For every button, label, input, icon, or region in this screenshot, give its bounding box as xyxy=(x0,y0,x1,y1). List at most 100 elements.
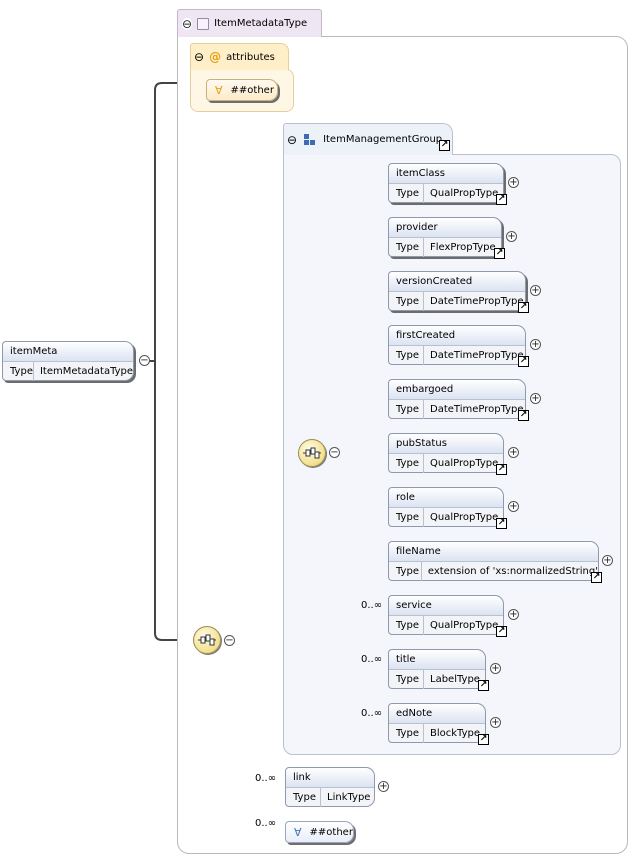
expand-button[interactable]: + xyxy=(508,609,519,620)
jump-to-type-icon[interactable]: ↗ xyxy=(518,356,529,367)
expand-button[interactable]: + xyxy=(508,177,519,188)
element-service[interactable]: service Type QualPropType xyxy=(388,595,504,635)
outer-sequence-collapse-button[interactable]: − xyxy=(224,635,235,646)
cardinality-label: 0..∞ xyxy=(361,708,383,719)
cardinality-label: 0..∞ xyxy=(255,773,277,784)
type-key: Type xyxy=(286,788,321,807)
attribute-at-icon: @ xyxy=(209,50,222,64)
element-itemClass[interactable]: itemClass Type QualPropType xyxy=(388,163,504,203)
type-key: Type xyxy=(389,670,424,689)
type-value: QualPropType xyxy=(430,620,499,631)
expand-button[interactable]: + xyxy=(490,717,501,728)
type-key: Type xyxy=(3,362,34,381)
type-value: LinkType xyxy=(327,792,371,803)
group-jump-icon[interactable]: ↗ xyxy=(439,140,450,151)
element-name: fileName xyxy=(389,542,598,562)
expand-button[interactable]: + xyxy=(508,447,519,458)
element-edNote[interactable]: edNote Type BlockType xyxy=(388,703,486,743)
expand-button[interactable]: + xyxy=(506,231,517,242)
type-key: Type xyxy=(389,724,424,743)
type-key: Type xyxy=(389,400,424,419)
sequence-icon xyxy=(303,447,321,459)
expand-button[interactable]: + xyxy=(378,781,389,792)
element-provider[interactable]: provider Type FlexPropType xyxy=(388,217,502,257)
group-icon xyxy=(303,133,317,146)
root-collapse-button[interactable]: − xyxy=(139,355,150,366)
group-tab: ⊖ ItemManagementGroup xyxy=(283,123,453,155)
element-name: embargoed xyxy=(389,380,525,400)
collapse-type-button[interactable]: ⊖ xyxy=(182,16,193,31)
sequence-icon xyxy=(198,634,216,646)
element-name: firstCreated xyxy=(389,326,525,346)
element-embargoed[interactable]: embargoed Type DateTimePropType xyxy=(388,379,526,419)
complex-type-name: ItemMetadataType xyxy=(214,18,308,29)
type-value: DateTimePropType xyxy=(430,404,524,415)
element-name: versionCreated xyxy=(389,272,525,292)
jump-to-type-icon[interactable]: ↗ xyxy=(518,410,529,421)
element-name: itemClass xyxy=(389,164,503,184)
type-value: DateTimePropType xyxy=(430,296,524,307)
type-value: LabelType xyxy=(430,674,480,685)
jump-to-type-icon[interactable]: ↗ xyxy=(478,734,489,745)
collapse-attributes-button[interactable]: ⊖ xyxy=(194,50,205,64)
jump-to-type-icon[interactable]: ↗ xyxy=(478,680,489,691)
any-element-label: ##other xyxy=(309,826,353,838)
type-key: Type xyxy=(389,454,424,473)
type-value: ItemMetadataType xyxy=(39,366,134,377)
expand-button[interactable]: + xyxy=(530,285,541,296)
type-key: Type xyxy=(389,616,424,635)
inner-sequence-collapse-button[interactable]: − xyxy=(329,447,340,458)
type-value: extension of 'xs:normalizedString' xyxy=(427,566,598,577)
type-value: FlexPropType xyxy=(430,242,496,253)
cardinality-label: 0..∞ xyxy=(361,600,383,611)
type-key: Type xyxy=(389,238,424,257)
element-versionCreated[interactable]: versionCreated Type DateTimePropType xyxy=(388,271,526,311)
jump-to-type-icon[interactable]: ↗ xyxy=(496,194,507,205)
jump-to-type-icon[interactable]: ↗ xyxy=(591,572,602,583)
inner-sequence-compositor[interactable] xyxy=(298,439,326,467)
element-name: title xyxy=(389,650,485,670)
element-name: provider xyxy=(389,218,501,238)
type-key: Type xyxy=(389,292,424,311)
collapse-group-button[interactable]: ⊖ xyxy=(287,132,298,147)
jump-to-type-icon[interactable]: ↗ xyxy=(496,626,507,637)
any-attribute[interactable]: ∀ ##other xyxy=(206,79,278,101)
expand-button[interactable]: + xyxy=(602,555,613,566)
any-element[interactable]: ∀ ##other xyxy=(285,821,354,843)
complex-type-icon xyxy=(197,17,210,30)
cardinality-label: 0..∞ xyxy=(361,654,383,665)
type-value: BlockType xyxy=(430,728,481,739)
element-name: link xyxy=(286,768,374,788)
attributes-label: attributes xyxy=(226,51,275,63)
element-link[interactable]: link Type LinkType xyxy=(285,767,375,807)
cardinality-label: 0..∞ xyxy=(255,818,277,829)
type-key: Type xyxy=(389,184,424,203)
group-name: ItemManagementGroup xyxy=(323,134,443,145)
expand-button[interactable]: + xyxy=(490,663,501,674)
jump-to-type-icon[interactable]: ↗ xyxy=(496,464,507,475)
expand-button[interactable]: + xyxy=(530,393,541,404)
root-element-itemMeta[interactable]: itemMeta Type ItemMetadataType xyxy=(2,341,134,381)
expand-button[interactable]: + xyxy=(530,339,541,350)
type-value: QualPropType xyxy=(430,458,499,469)
type-value: QualPropType xyxy=(430,188,499,199)
element-title[interactable]: title Type LabelType xyxy=(388,649,486,689)
type-key: Type xyxy=(389,562,422,581)
jump-to-type-icon[interactable]: ↗ xyxy=(496,518,507,529)
element-fileName[interactable]: fileName Type extension of 'xs:normalized… xyxy=(388,541,599,581)
jump-to-type-icon[interactable]: ↗ xyxy=(518,302,529,313)
any-element-icon: ∀ xyxy=(294,825,302,839)
type-value: QualPropType xyxy=(430,512,499,523)
jump-to-type-icon[interactable]: ↗ xyxy=(494,248,505,259)
element-name: edNote xyxy=(389,704,485,724)
outer-sequence-compositor[interactable] xyxy=(193,626,221,654)
type-key: Type xyxy=(389,346,424,365)
expand-button[interactable]: + xyxy=(508,501,519,512)
any-attribute-icon: ∀ xyxy=(215,83,223,97)
element-name: role xyxy=(389,488,503,508)
element-name: service xyxy=(389,596,503,616)
complex-type-tab: ⊖ ItemMetadataType xyxy=(177,9,322,37)
